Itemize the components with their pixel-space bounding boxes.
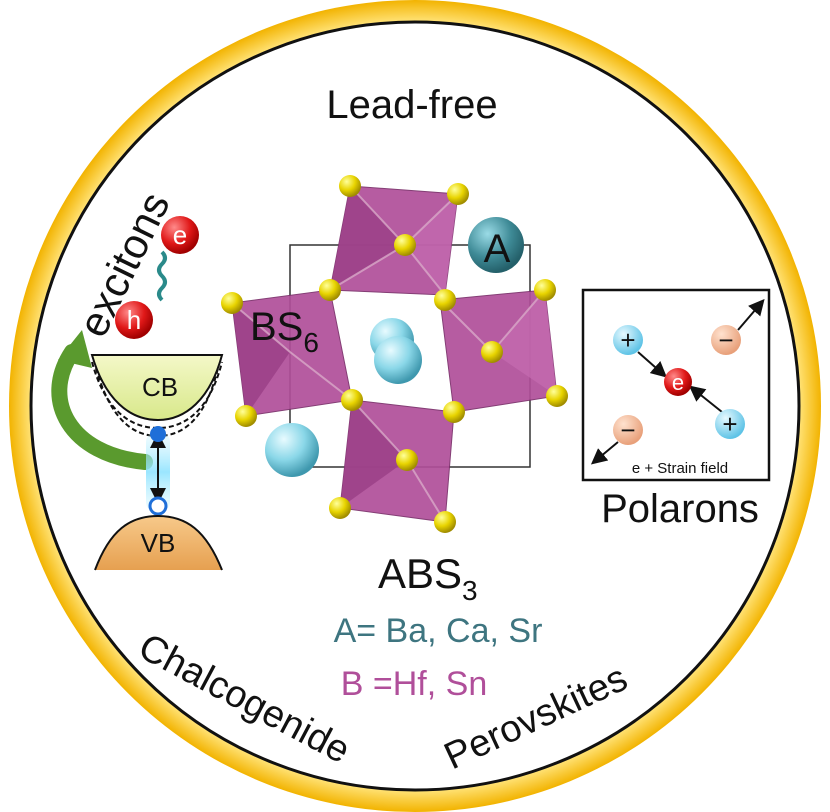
octahedron-label: BS6 <box>250 305 319 358</box>
exciton-wave <box>157 250 167 302</box>
svg-text:e: e <box>672 370 684 395</box>
a-cation-top-right <box>468 217 524 273</box>
a-elements-label: A= Ba, Ca, Sr <box>334 612 543 650</box>
positive-ion-top <box>613 325 643 355</box>
excitons-panel: excitons e h CB VB <box>51 185 224 571</box>
valence-band <box>95 516 222 570</box>
a-cation-bottom-left <box>265 423 319 477</box>
exciton-hole-label: h <box>127 305 141 335</box>
negative-ion-top <box>711 325 741 355</box>
exciton-hole <box>115 301 153 339</box>
conduction-band <box>90 354 224 422</box>
lead-free-label: Lead-free <box>326 83 497 127</box>
crystal-structure: A <box>221 175 568 533</box>
cb-label: CB <box>142 372 178 402</box>
svg-text:−: − <box>620 415 635 445</box>
positive-ion-bottom <box>715 409 745 439</box>
excitation-arrow-head <box>58 330 92 368</box>
band-electron <box>150 426 166 442</box>
polarons-panel: + − e − + e + Strain field Polarons <box>581 288 771 531</box>
svg-text:+: + <box>722 409 737 439</box>
site-a-label: A <box>484 227 511 271</box>
formula-label: ABS3 <box>378 550 478 606</box>
band-hole <box>148 496 168 516</box>
strain-caption: e + Strain field <box>632 460 728 477</box>
svg-text:−: − <box>718 325 733 355</box>
negative-ion-bottom <box>613 415 643 445</box>
polaron-electron <box>664 368 692 396</box>
exciton-electron <box>161 216 199 254</box>
a-cation-center-front <box>374 336 422 384</box>
inner-circle-border <box>29 20 801 792</box>
exciton-electron-label: e <box>173 220 187 250</box>
svg-text:+: + <box>620 325 635 355</box>
polarons-label: Polarons <box>601 487 759 531</box>
octahedron-top <box>329 185 459 296</box>
excitation-arrow <box>51 344 153 470</box>
sulfur-atoms <box>221 175 568 533</box>
vb-label: VB <box>141 528 176 558</box>
b-elements-label: B =Hf, Sn <box>341 665 487 703</box>
